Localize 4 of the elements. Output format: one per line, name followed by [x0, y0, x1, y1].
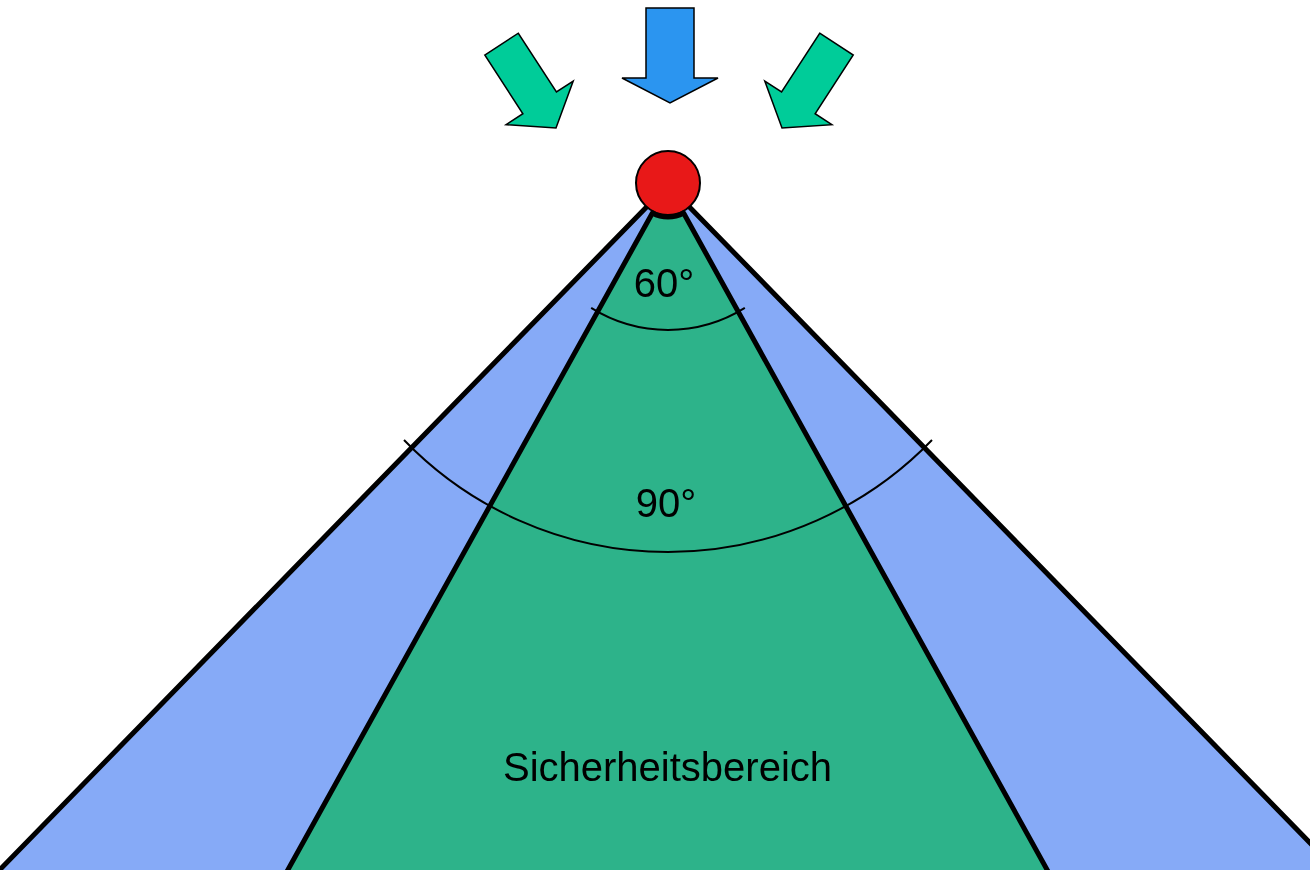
safety-zone: [285, 213, 1050, 870]
angle-label: 90°: [635, 480, 697, 526]
angle-label: 60°: [633, 260, 695, 306]
zone-label: Sicherheitsbereich: [501, 745, 834, 790]
